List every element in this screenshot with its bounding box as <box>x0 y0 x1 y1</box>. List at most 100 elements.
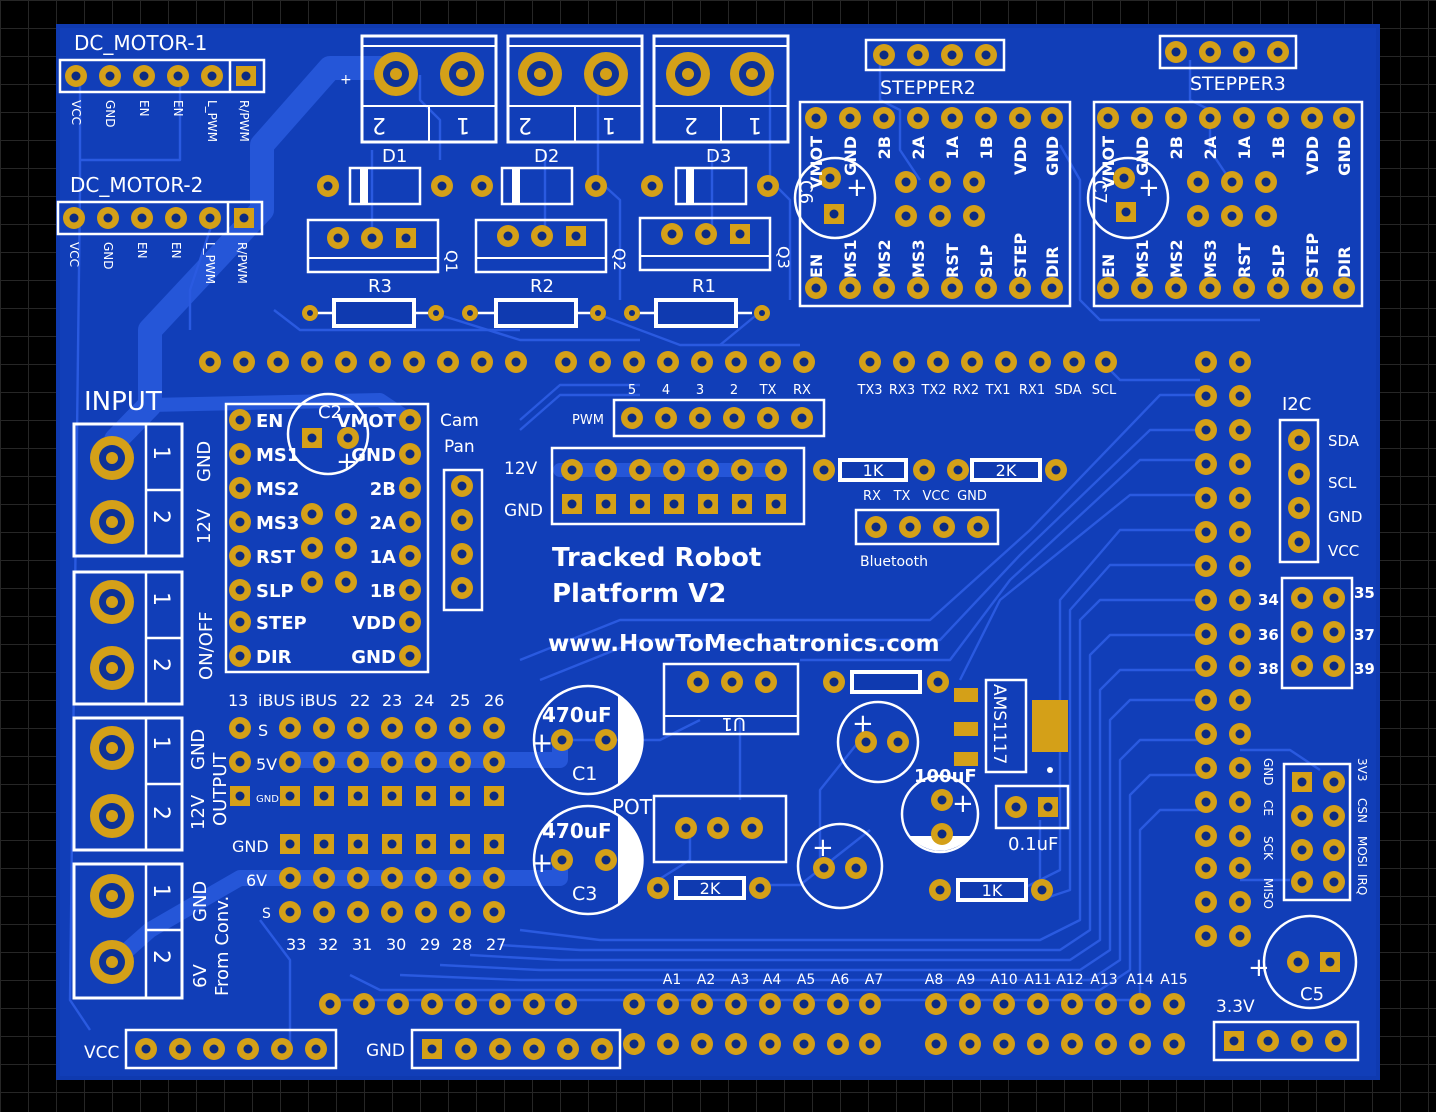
servo2-col-27: 27 <box>486 935 506 954</box>
m1-pin-gnd: GND <box>103 100 117 128</box>
i2c-header[interactable]: I2C SDA SCL GND VCC <box>1278 394 1362 564</box>
power-distribution-header[interactable]: 12V GND <box>504 446 806 526</box>
motor-terminal-1[interactable]: 2 1 <box>360 34 498 144</box>
arduino-serial-header[interactable]: TX3 RX3 TX2 RX2 TX1 RX1 SDA SCL <box>856 351 1117 398</box>
analog-a14: A14 <box>1126 972 1153 988</box>
m1-pin-en2: EN <box>171 100 185 117</box>
3v3-header[interactable]: 3.3V <box>1212 997 1360 1062</box>
transistor-q2[interactable]: Q2 <box>474 218 629 274</box>
bt-pin-rx: RX <box>863 489 881 504</box>
nrf-irq: IRQ <box>1355 874 1369 895</box>
capacitor-pot[interactable]: + <box>796 822 884 910</box>
ams1117-regulator[interactable]: AMS1117 <box>954 678 1068 774</box>
capacitor-c3[interactable]: 470uF + C3 <box>530 804 644 916</box>
s3-2b: 2B <box>1167 136 1186 159</box>
servo2-col-33: 33 <box>286 935 306 954</box>
m1-pin-lpwm: L_PWM <box>205 100 219 142</box>
s2-2b: 2B <box>875 136 894 159</box>
dc-motor-1-header[interactable]: DC_MOTOR-1 VCC GND EN EN L_PWM R/PWM <box>58 31 266 142</box>
input-terminal[interactable]: 1 2 GND 12V <box>72 422 215 558</box>
arduino-pwm-header[interactable]: 5 4 3 2 TX RX PWM <box>555 351 826 438</box>
capacitor-regulator-input[interactable]: + <box>836 700 920 784</box>
capacitor-c1[interactable]: 470uF + C1 <box>530 684 644 796</box>
transistor-q3[interactable]: Q3 <box>638 216 793 272</box>
capacitor-100uf[interactable]: 100uF + <box>900 766 980 854</box>
nrf24-header[interactable]: GND CE SCK MISO 3V3 CSN MOSI IRQ <box>1261 758 1369 909</box>
drv-2a: 2A <box>370 513 397 534</box>
motor-terminal-3[interactable]: 2 1 <box>652 34 790 144</box>
pwr-12v-label: 12V <box>504 459 538 479</box>
serial-scl: SCL <box>1092 383 1117 398</box>
c7-plus: + <box>1138 173 1160 203</box>
pwr-gnd-label: GND <box>504 501 543 521</box>
dc-motor-2-title: DC_MOTOR-2 <box>70 173 203 197</box>
output-label: OUTPUT <box>210 752 231 826</box>
output-pin1: 1 <box>148 736 173 750</box>
c2-label: C2 <box>318 402 342 423</box>
nrf-csn: CSN <box>1355 798 1369 823</box>
c1-plus: + <box>530 726 553 759</box>
dc-motor-2-header[interactable]: DC_MOTOR-2 VCC GND EN EN L_PWM R/PWM <box>56 173 264 284</box>
cam-pan-header[interactable]: Cam Pan <box>440 411 484 612</box>
vcc-header[interactable]: VCC <box>84 1028 338 1070</box>
terminal-2-pin1: 1 <box>602 112 616 137</box>
servo-col-22: 22 <box>350 691 370 710</box>
nrf-sck: SCK <box>1261 836 1275 861</box>
drv-ms2: MS2 <box>256 479 299 500</box>
resistor-2k-bottom[interactable]: 2K <box>647 876 771 900</box>
title-line-1: Tracked Robot <box>552 543 761 573</box>
onoff-terminal[interactable]: 1 2 ON/OFF <box>72 570 217 706</box>
bt-pin-tx: TX <box>893 489 911 504</box>
pwm-label: PWM <box>572 413 604 428</box>
conv-terminal[interactable]: 1 2 GND 6V From Conv. <box>72 862 233 1000</box>
potentiometer[interactable]: POT <box>612 794 788 864</box>
u1-component[interactable]: U1 <box>662 662 800 736</box>
servo2-col-28: 28 <box>452 935 472 954</box>
analog-a9: A9 <box>957 972 975 988</box>
bluetooth-module[interactable]: 1K 2K RX TX VCC GND Bluetooth <box>813 458 1067 570</box>
pan-label: Pan <box>444 437 475 457</box>
terminal-plus-sign: + <box>340 72 352 88</box>
stepper-driver-module[interactable]: C2 + EN MS1 MS2 MS3 RST SLP STEP DIR VMO… <box>224 392 430 674</box>
servo-header-top[interactable]: 13 iBUS iBUS 22 23 24 25 26 S 5V GND <box>228 691 505 806</box>
s3-slp: SLP <box>1269 244 1288 278</box>
output-gnd-label: GND <box>188 729 209 770</box>
motor-terminal-2[interactable]: 2 1 <box>506 34 644 144</box>
resistor-1k-bottom[interactable]: 1K <box>929 878 1053 902</box>
gnd-header[interactable]: GND <box>366 1028 622 1070</box>
resistor-small-top[interactable] <box>823 670 949 694</box>
r1-label: R1 <box>692 276 716 297</box>
analog-header[interactable]: A1 A2 A3 A4 A5 A6 A7 A8 A9 A10 A11 A12 A… <box>623 972 1188 1055</box>
input-12v-label: 12V <box>194 508 215 544</box>
output-12v-label: 12V <box>188 794 209 830</box>
input-title: INPUT <box>84 387 162 417</box>
header-pins-34-39[interactable]: 34 36 38 35 37 39 <box>1258 576 1375 690</box>
diode-d2[interactable]: D2 <box>471 146 607 206</box>
transistor-q1[interactable]: Q1 <box>306 218 461 274</box>
diode-d1[interactable]: D1 <box>317 146 453 206</box>
capacitor-c5[interactable]: + C5 <box>1248 914 1358 1010</box>
diode-d3[interactable]: D3 <box>641 146 779 206</box>
servo-header-bottom[interactable]: GND 6V S 33 32 31 30 29 28 27 <box>232 834 506 954</box>
s2-ms1: MS1 <box>841 239 860 278</box>
stepper-3-module[interactable]: STEPPER3 C7 + VMOT GND 2B 2A 1A 1B VDD G… <box>1086 34 1364 308</box>
pot-cap-plus: + <box>812 833 834 863</box>
title-url: www.HowToMechatronics.com <box>548 631 940 657</box>
analog-a7: A7 <box>865 972 883 988</box>
resistor-r1[interactable]: R1 <box>624 276 770 328</box>
servo2-col-29: 29 <box>420 935 440 954</box>
s2-2a: 2A <box>909 135 928 159</box>
resistor-r3[interactable]: R3 <box>302 276 444 328</box>
drv-vdd: VDD <box>352 613 396 634</box>
output-terminal[interactable]: 1 2 GND 12V OUTPUT <box>72 716 231 852</box>
s2-slp: SLP <box>977 244 996 278</box>
s3-rst: RST <box>1235 243 1254 278</box>
i2c-gnd: GND <box>1328 508 1362 526</box>
capacitor-0-1uf[interactable]: 0.1uF <box>994 784 1070 855</box>
s3-step: STEP <box>1303 233 1322 278</box>
stepper-2-module[interactable]: STEPPER2 C6 + VMOT GND 2B 2A 1A 1B VDD G… <box>793 38 1072 308</box>
onoff-pin1: 1 <box>148 592 173 606</box>
analog-a12: A12 <box>1056 972 1083 988</box>
servo2-col-30: 30 <box>386 935 406 954</box>
resistor-r2[interactable]: R2 <box>462 276 606 328</box>
